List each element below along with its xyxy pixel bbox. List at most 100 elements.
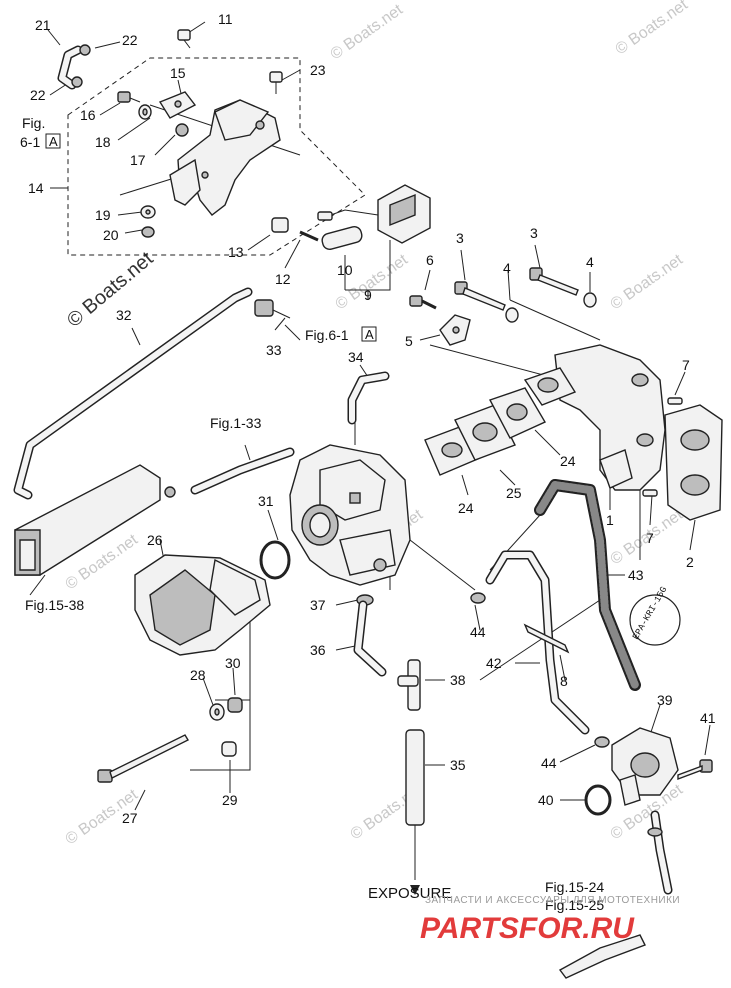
callout-40: 40 bbox=[538, 792, 554, 808]
o-ring-40 bbox=[584, 784, 612, 816]
ref-fig-1-33: Fig.1-33 bbox=[210, 415, 262, 431]
washer-19 bbox=[140, 205, 156, 219]
nut-13 bbox=[271, 217, 289, 233]
callout-5: 5 bbox=[405, 333, 413, 349]
manifold-1 bbox=[523, 344, 666, 491]
callout-31: 31 bbox=[258, 493, 274, 509]
callout-16: 16 bbox=[80, 107, 96, 123]
t-joint-38 bbox=[397, 659, 421, 711]
callout-29: 29 bbox=[222, 792, 238, 808]
carburetor bbox=[289, 444, 411, 586]
callout-33: 33 bbox=[266, 342, 282, 358]
gasket-24b bbox=[488, 387, 546, 439]
hose-42 bbox=[485, 550, 590, 735]
ref-fig-6-1-left: 6-1 bbox=[20, 134, 40, 150]
group-outline-14 bbox=[67, 57, 366, 256]
washer-4a bbox=[505, 307, 519, 323]
callout-28: 28 bbox=[190, 667, 206, 683]
outlet-hose bbox=[558, 810, 673, 979]
brand-logo: PARTSFOR.RU bbox=[420, 912, 635, 945]
figure-references: Fig. 6-1 A Fig.6-1 A Fig.1-33 Fig.15-38 … bbox=[20, 115, 604, 913]
callout-19: 19 bbox=[95, 207, 111, 223]
callout-6: 6 bbox=[426, 252, 434, 268]
hose-35 bbox=[405, 729, 425, 826]
watermark: © Boats.net bbox=[613, 0, 692, 58]
pin-12 bbox=[299, 230, 319, 242]
hose-36 bbox=[353, 600, 387, 677]
callout-7: 7 bbox=[682, 357, 690, 373]
callout-39: 39 bbox=[657, 692, 673, 708]
watermark: © Boats.net bbox=[608, 251, 687, 313]
callout-20: 20 bbox=[103, 227, 119, 243]
ref-fig-15-25: Fig.15-25 bbox=[545, 897, 604, 913]
branding: ЗАПЧАСТИ И АКСЕССУАРЫ ДЛЯ МОТОТЕХНИКИ PA… bbox=[420, 895, 680, 945]
callout-25: 25 bbox=[506, 485, 522, 501]
callout-11: 11 bbox=[218, 11, 233, 27]
callout-34: 34 bbox=[348, 349, 364, 365]
callout-9: 9 bbox=[364, 287, 372, 303]
watermark-large: © Boats.net bbox=[63, 247, 158, 331]
plate-15 bbox=[158, 91, 197, 119]
arrow-head bbox=[410, 885, 420, 895]
callout-15: 15 bbox=[170, 65, 186, 81]
callout-14: 14 bbox=[28, 180, 44, 196]
callout-1: 1 bbox=[606, 512, 614, 528]
callout-27: 27 bbox=[122, 810, 138, 826]
hose-tag-epa: EPA-KRI-15G bbox=[629, 585, 681, 646]
ref-box-left-letter: A bbox=[49, 134, 58, 149]
callout-42: 42 bbox=[486, 655, 502, 671]
fuel-pump-39 bbox=[611, 727, 679, 806]
callout-12: 12 bbox=[275, 271, 291, 287]
ref-box-left bbox=[45, 133, 61, 149]
clip-44b bbox=[594, 736, 610, 748]
callout-41: 41 bbox=[700, 710, 716, 726]
callout-3: 3 bbox=[530, 225, 538, 241]
plunger-10 bbox=[321, 225, 363, 251]
ref-fig-label: Fig. bbox=[22, 115, 45, 131]
tube-21 bbox=[57, 44, 91, 90]
washer-28 bbox=[209, 703, 225, 721]
bolt-3a bbox=[454, 281, 506, 311]
clamp-5 bbox=[439, 314, 471, 346]
callout-18: 18 bbox=[95, 134, 111, 150]
callout-44: 44 bbox=[541, 755, 557, 771]
pin-7b bbox=[642, 489, 658, 497]
screw-11 bbox=[177, 29, 191, 49]
callout-4: 4 bbox=[503, 260, 511, 276]
nut-20 bbox=[141, 226, 155, 238]
callout-24: 24 bbox=[560, 453, 576, 469]
callout-23: 23 bbox=[310, 62, 326, 78]
callout-17: 17 bbox=[130, 152, 146, 168]
callout-30: 30 bbox=[225, 655, 241, 671]
hose-fig-1-33 bbox=[164, 447, 295, 498]
ref-box-right-letter: A bbox=[365, 327, 374, 342]
ref-fig-15-38: Fig.15-38 bbox=[25, 597, 84, 613]
bracket-14 bbox=[169, 99, 281, 216]
bolt-41 bbox=[677, 759, 713, 781]
callout-22: 22 bbox=[122, 32, 138, 48]
callout-35: 35 bbox=[450, 757, 466, 773]
bolt-3b bbox=[529, 267, 579, 296]
callout-37: 37 bbox=[310, 597, 326, 613]
callout-32: 32 bbox=[116, 307, 132, 323]
callout-43: 43 bbox=[628, 567, 644, 583]
callout-labels: 21 22 22 11 23 15 16 18 17 14 19 20 13 1… bbox=[28, 11, 716, 826]
washer-4b bbox=[583, 292, 597, 308]
ref-fig-15-24: Fig.15-24 bbox=[545, 879, 604, 895]
duct-fig-15-38 bbox=[14, 464, 161, 576]
callout-26: 26 bbox=[147, 532, 163, 548]
silencer-26 bbox=[134, 554, 271, 656]
callout-7: 7 bbox=[646, 530, 654, 546]
watermark: © Boats.net bbox=[328, 1, 407, 63]
callout-21: 21 bbox=[35, 17, 51, 33]
callout-22: 22 bbox=[30, 87, 46, 103]
callout-13: 13 bbox=[228, 244, 244, 260]
screw-23 bbox=[269, 71, 283, 94]
callout-3: 3 bbox=[456, 230, 464, 246]
callout-36: 36 bbox=[310, 642, 326, 658]
elbow-hose-34 bbox=[347, 371, 390, 425]
clip-8 bbox=[523, 623, 570, 654]
bolt-16 bbox=[117, 91, 141, 103]
joint-33 bbox=[254, 299, 291, 319]
ref-box-right bbox=[361, 326, 377, 342]
